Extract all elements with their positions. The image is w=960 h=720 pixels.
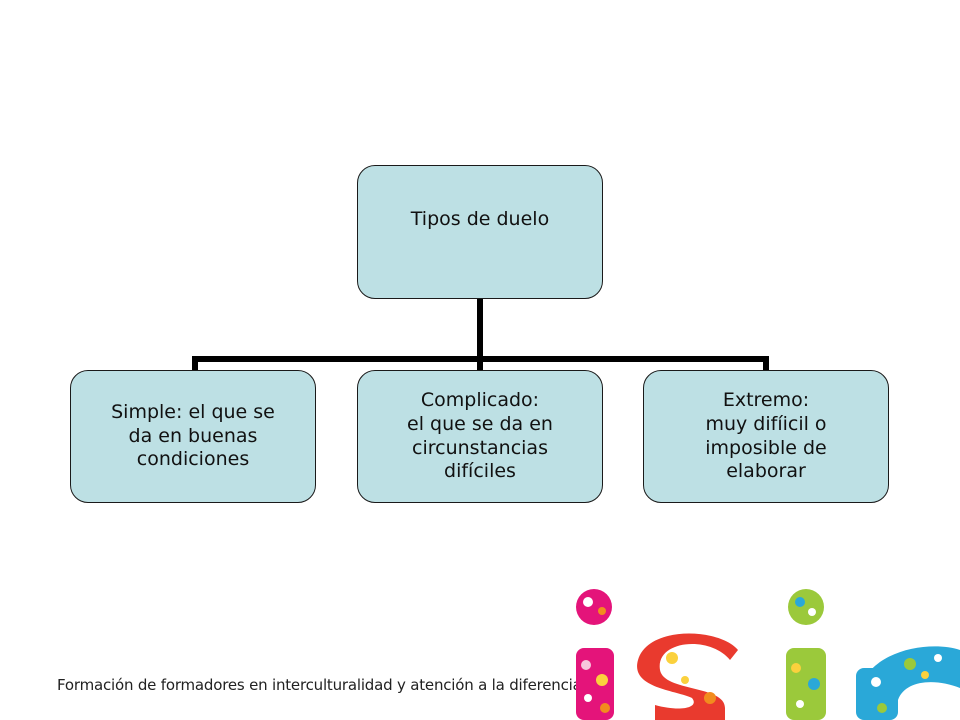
connector-drop-2 [477,356,483,370]
child-node-simple: Simple: el que se da en buenas condicion… [70,370,316,503]
connector-trunk [477,299,483,362]
root-node: Tipos de duelo [357,165,603,299]
isir-logo [576,589,960,720]
connector-drop-1 [192,356,198,370]
footer-text: Formación de formadores en intercultural… [57,676,582,694]
child-node-label: Simple: el que se da en buenas condicion… [111,400,275,471]
root-node-label: Tipos de duelo [410,208,550,230]
child-node-label: Complicado: el que se da en circunstanci… [407,389,553,483]
child-node-label: Extremo: muy difíicil o imposible de ela… [705,389,827,483]
child-node-extremo: Extremo: muy difíicil o imposible de ela… [643,370,889,503]
connector-drop-3 [763,356,769,370]
child-node-complicado: Complicado: el que se da en circunstanci… [357,370,603,503]
